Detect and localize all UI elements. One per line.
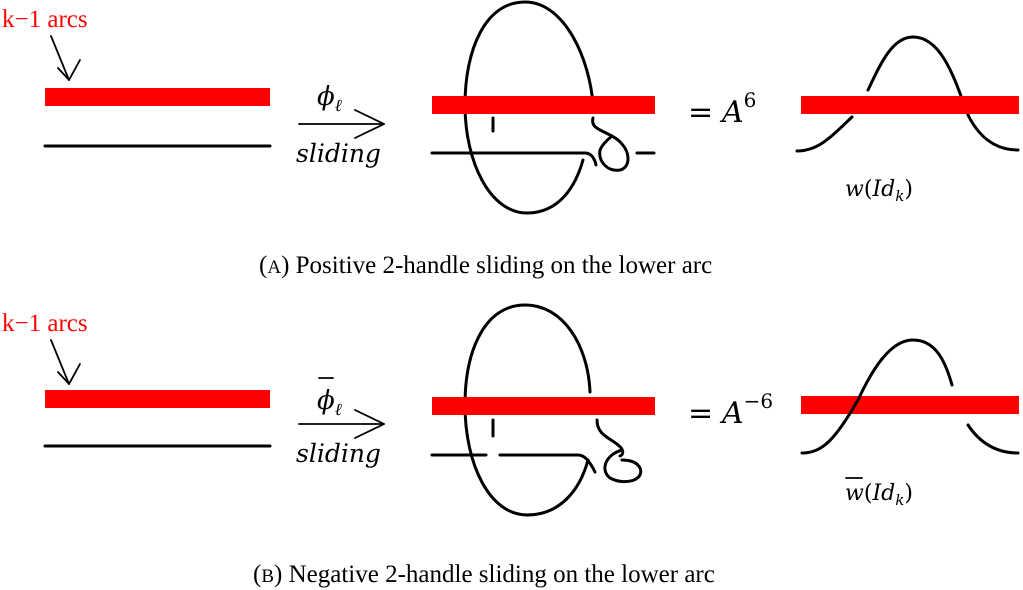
panel-b: k−1 arcs ϕℓ sliding = A−6 — [2, 303, 1020, 588]
knot-diagram-b — [430, 303, 655, 517]
coefficient: A6 — [719, 88, 756, 130]
arcs-label: k−1 arcs — [2, 6, 88, 33]
writhe-label: w(Idk) — [845, 177, 913, 205]
caption-b: (B) Negative 2-handle sliding on the low… — [253, 561, 715, 588]
sliding-arrow: ϕℓ sliding — [296, 82, 385, 168]
arcs-label: k−1 arcs — [2, 310, 88, 337]
sliding-label: sliding — [296, 139, 381, 168]
caption-a: (A) Positive 2-handle sliding on the low… — [259, 252, 712, 279]
writhe-diagram-a — [795, 35, 1020, 153]
arcs-pointer-arrow — [50, 339, 81, 385]
equals-sign: = — [688, 396, 713, 431]
map-symbol: ϕℓ — [317, 82, 342, 116]
writhe-label: w(Idk) — [845, 481, 913, 509]
knot-diagram-a — [430, 0, 656, 215]
red-band-left — [45, 390, 270, 408]
sliding-arrow: ϕℓ sliding — [296, 377, 385, 468]
map-symbol: ϕℓ — [317, 386, 342, 420]
panel-a: k−1 arcs ϕℓ sliding = A6 w(Idk) — [2, 0, 1020, 279]
red-band-left — [45, 88, 270, 106]
sliding-label: sliding — [296, 439, 381, 468]
coefficient: A−6 — [719, 389, 773, 431]
arcs-pointer-arrow — [50, 35, 81, 81]
writhe-diagram-b — [800, 338, 1020, 455]
equals-sign: = — [688, 95, 713, 130]
